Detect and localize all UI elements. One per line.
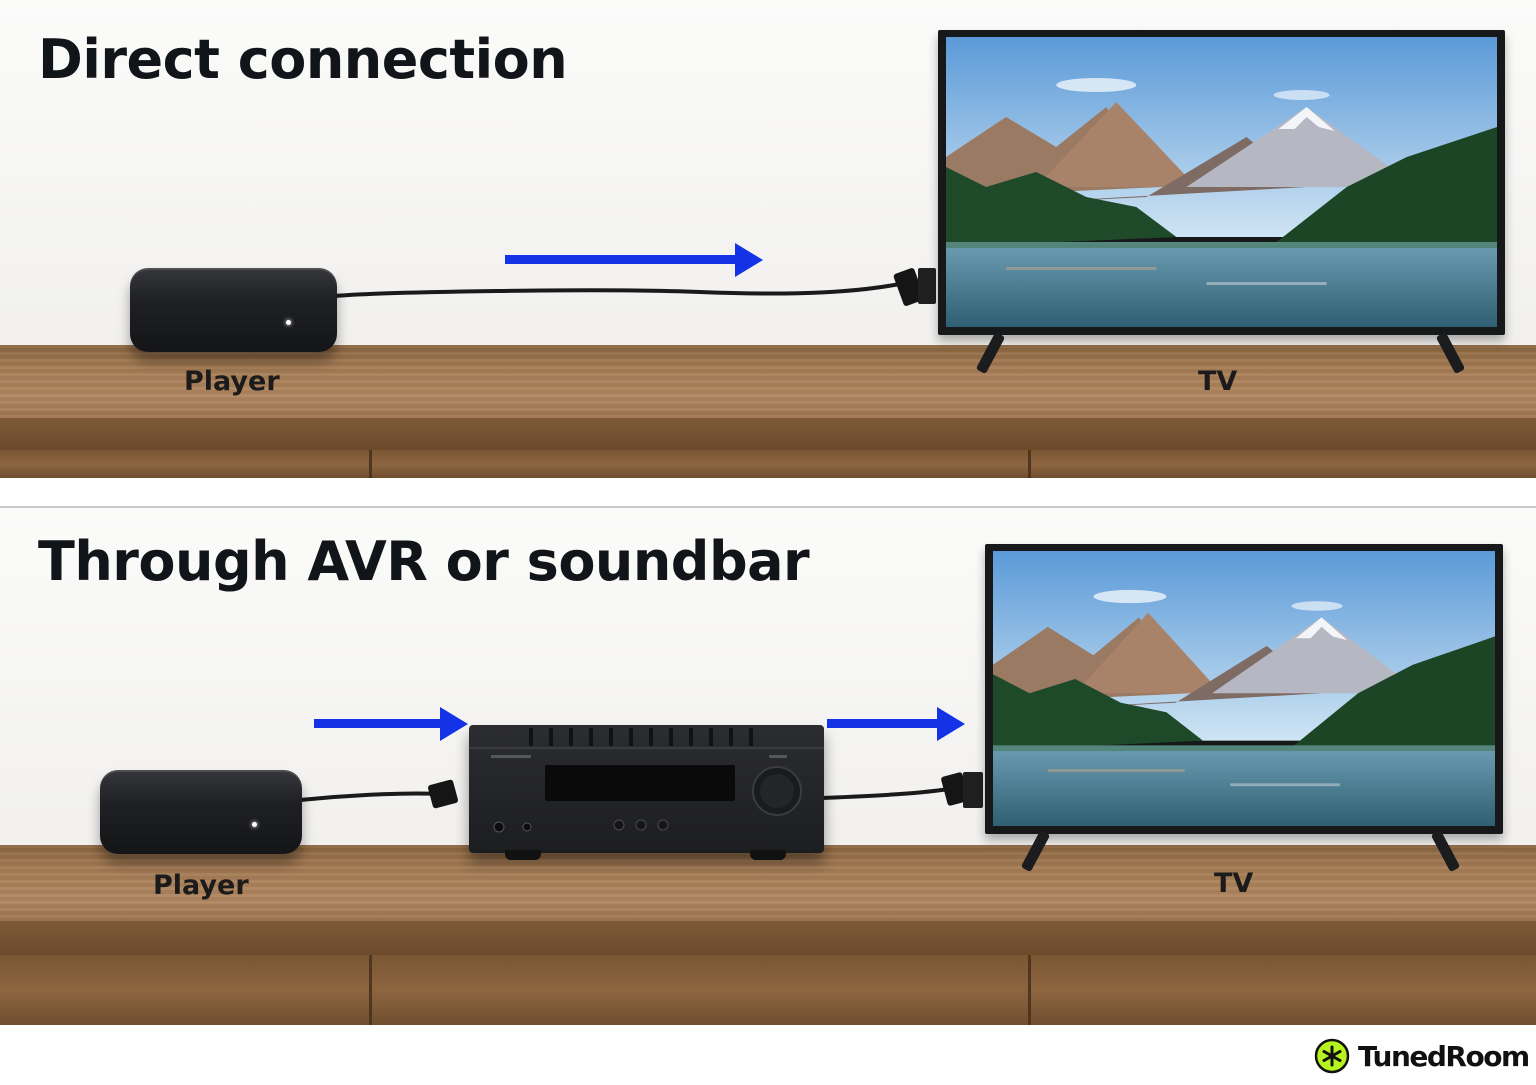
panel-title: Through AVR or soundbar xyxy=(38,530,810,593)
tv-label: TV xyxy=(1198,366,1238,397)
brand-name: TunedRoom xyxy=(1358,1039,1530,1073)
tv-stand-edge xyxy=(0,921,1536,955)
drawer-divider xyxy=(369,450,372,478)
brand-logo: TunedRoom xyxy=(1314,1036,1530,1076)
panel-through-avr: Through AVR or soundbar Player xyxy=(0,508,1536,1025)
power-led xyxy=(286,320,291,325)
player-label: Player xyxy=(153,870,249,901)
mountain-lake-image xyxy=(946,37,1497,327)
tv-stand-top xyxy=(0,345,1536,420)
player-label: Player xyxy=(184,366,280,397)
arrow-right-icon xyxy=(505,243,763,277)
avr-front-panel xyxy=(469,728,824,833)
tv-stand-edge xyxy=(0,418,1536,450)
avr-foot xyxy=(505,850,541,860)
asterisk-circle-icon xyxy=(1314,1038,1350,1074)
tv-stand-front xyxy=(0,450,1536,478)
drawer-divider xyxy=(369,955,372,1025)
tv-label: TV xyxy=(1214,868,1254,899)
drawer-divider xyxy=(1028,450,1031,478)
panel-direct-connection: Direct connection Player xyxy=(0,0,1536,478)
avr-receiver xyxy=(469,725,824,853)
panel-divider xyxy=(0,506,1536,508)
tv-stand-front xyxy=(0,955,1536,1025)
tv-screen xyxy=(993,551,1495,826)
drawer-divider xyxy=(1028,955,1031,1025)
power-led xyxy=(252,822,257,827)
mountain-lake-image xyxy=(993,551,1495,826)
tv-device xyxy=(938,30,1505,335)
tv-screen xyxy=(946,37,1497,327)
arrow-right-icon xyxy=(314,707,468,741)
avr-foot xyxy=(750,850,786,860)
panel-title: Direct connection xyxy=(38,28,568,91)
hdmi-cable xyxy=(334,268,936,306)
tv-device xyxy=(985,544,1503,834)
player-device xyxy=(130,268,337,352)
arrow-right-icon xyxy=(827,707,965,741)
hdmi-cables xyxy=(299,772,983,809)
player-device xyxy=(100,770,302,854)
